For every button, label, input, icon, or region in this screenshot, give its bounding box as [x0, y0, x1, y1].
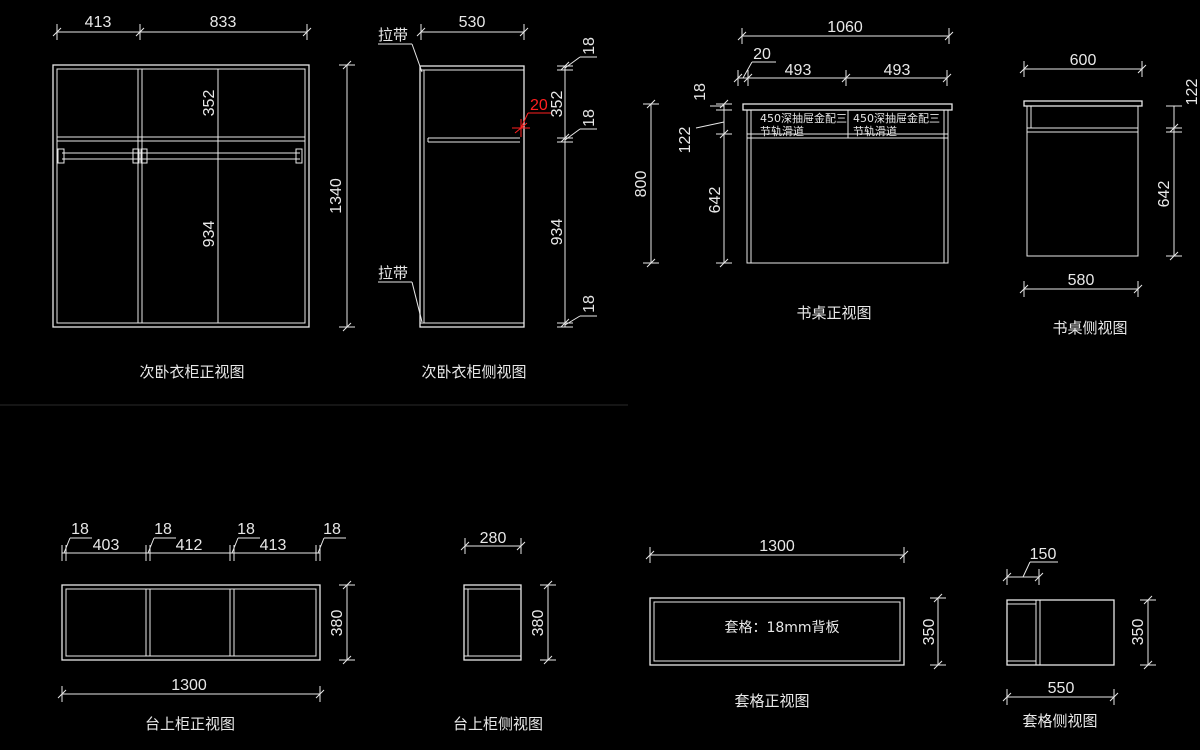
strap-label-top: 拉带	[378, 26, 408, 44]
dim-550: 550	[1048, 680, 1075, 697]
dim-934: 934	[201, 221, 218, 248]
drawer-note-1b: 节轨滑道	[760, 124, 804, 138]
dim-18-top: 18	[581, 37, 598, 55]
shelf-front-title: 套格正视图	[734, 692, 809, 710]
dim-18-d: 18	[323, 521, 341, 538]
dim-403: 403	[93, 537, 120, 554]
shelf-side-view: 150 350 550 套格侧视图	[1002, 546, 1156, 730]
dim-18-c: 18	[237, 521, 255, 538]
wardrobe-side-title: 次卧衣柜侧视图	[421, 363, 526, 381]
desk-side-view: 600 580 122 642 书桌侧视图	[1019, 52, 1200, 337]
dim-150: 150	[1030, 546, 1057, 563]
dim-380-front: 380	[329, 610, 346, 637]
dim-642-desk: 642	[707, 187, 724, 214]
dim-530: 530	[459, 14, 486, 31]
dim-122-side: 122	[1184, 79, 1200, 106]
red-dim-20: 20	[530, 97, 548, 114]
dim-493-left: 493	[785, 62, 812, 79]
dim-413-cabinet: 413	[260, 537, 287, 554]
desk-front-title: 书桌正视图	[796, 304, 871, 322]
dim-20: 20	[753, 46, 771, 63]
dim-600: 600	[1070, 52, 1097, 69]
dim-833: 833	[210, 14, 237, 31]
drawer-note-1a: 450深抽屉金配三	[760, 111, 847, 125]
dim-580: 580	[1068, 272, 1095, 289]
dim-18-mid: 18	[581, 109, 598, 127]
drawer-note-2b: 节轨滑道	[853, 124, 897, 138]
strap-label-bottom: 拉带	[378, 264, 408, 282]
shelf-side-title: 套格侧视图	[1022, 712, 1097, 730]
shelf-front-view: 1300 套格：18mm背板 350 套格正视图	[645, 538, 946, 710]
dim-280: 280	[480, 530, 507, 547]
dim-800: 800	[633, 171, 650, 198]
dim-380-side: 380	[530, 610, 547, 637]
dim-413: 413	[85, 14, 112, 31]
dim-352: 352	[201, 90, 218, 117]
dim-412: 412	[176, 537, 203, 554]
dim-18-a: 18	[71, 521, 89, 538]
dim-350-side: 350	[1130, 619, 1147, 646]
wardrobe-side-view: 530 拉带 拉带 20	[378, 14, 598, 381]
drawer-note-2a: 450深抽屉金配三	[853, 111, 940, 125]
dim-352-side: 352	[549, 91, 566, 118]
upper-cabinet-side-view: 280 380 台上柜侧视图	[453, 530, 556, 733]
dim-18-b: 18	[154, 521, 172, 538]
upper-cabinet-front-view: 18 403 18 412 18 413 18 380 1300 台上柜正视图	[57, 521, 355, 733]
dim-1300-shelf: 1300	[759, 538, 795, 555]
wardrobe-front-view: 413 833 352 934 1340 次卧衣柜正视图	[52, 14, 355, 381]
dim-1340: 1340	[328, 178, 345, 214]
desk-front-view: 1060 20 493 493 450深抽屉金配三 节轨滑道 450深抽屉金配三…	[633, 19, 954, 322]
dim-350-front: 350	[921, 619, 938, 646]
dim-122-desk: 122	[677, 127, 694, 154]
shelf-backboard-note: 套格：18mm背板	[724, 620, 839, 636]
dim-18-desk: 18	[692, 83, 709, 101]
dim-934-side: 934	[549, 219, 566, 246]
desk-side-title: 书桌侧视图	[1052, 319, 1127, 337]
dim-1060: 1060	[827, 19, 863, 36]
dim-18-bottom: 18	[581, 295, 598, 313]
wardrobe-front-title: 次卧衣柜正视图	[139, 363, 244, 381]
dim-1300-cabinet: 1300	[171, 677, 207, 694]
dim-493-right: 493	[884, 62, 911, 79]
upper-cabinet-front-title: 台上柜正视图	[145, 715, 235, 733]
upper-cabinet-side-title: 台上柜侧视图	[453, 715, 543, 733]
dim-642-side: 642	[1156, 181, 1173, 208]
